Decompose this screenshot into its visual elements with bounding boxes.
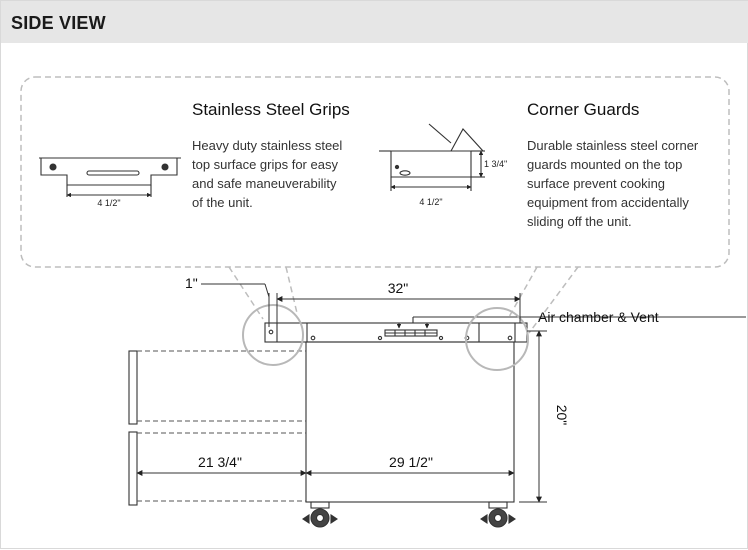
corner-guard-drawing — [379, 123, 485, 191]
grips-dimension: 4 1/2" — [97, 198, 120, 208]
extension-outline — [137, 350, 306, 502]
dimension-20 — [519, 330, 547, 503]
grips-drawing — [39, 157, 181, 198]
grips-title: Stainless Steel Grips — [192, 100, 350, 119]
guards-desc-line-2: guards mounted on the top — [527, 157, 682, 172]
callout-connector-left-2 — [285, 266, 298, 314]
guards-desc-line-5: sliding off the unit. — [527, 214, 632, 229]
dimension-1-label: 1" — [185, 275, 198, 291]
dimension-21-3-4-label: 21 3/4" — [198, 454, 242, 470]
guards-desc-line-4: equipment from accidentally — [527, 195, 689, 210]
page-title: SIDE VIEW — [11, 13, 106, 33]
guard-width-dimension: 4 1/2" — [419, 197, 442, 207]
grip-highlight-circle — [242, 304, 304, 366]
callout-box — [20, 76, 730, 268]
guards-desc-line-3: surface prevent cooking — [527, 176, 665, 191]
callout-connector-right-2 — [528, 266, 579, 334]
dimension-32 — [201, 283, 521, 327]
grips-desc-line-3: and safe maneuverability — [192, 176, 337, 191]
grips-desc-line-2: top surface grips for easy — [192, 157, 338, 172]
guard-highlight-circle — [465, 307, 529, 371]
dimension-20-label: 20" — [554, 405, 570, 426]
callout-connector-left — [228, 266, 264, 320]
dimension-29-1-2-label: 29 1/2" — [389, 454, 433, 470]
header-bar: SIDE VIEW — [1, 1, 748, 43]
callout-connector-right — [508, 266, 538, 318]
air-chamber-label: Air chamber & Vent — [538, 309, 659, 325]
guards-title: Corner Guards — [527, 100, 639, 119]
cart-drawing — [128, 316, 746, 528]
guard-height-dimension: 1 3/4" — [484, 159, 507, 169]
guards-desc-line-1: Durable stainless steel corner — [527, 138, 699, 153]
grips-desc-line-4: of the unit. — [192, 195, 253, 210]
dimension-32-label: 32" — [388, 280, 409, 296]
grips-desc-line-1: Heavy duty stainless steel — [192, 138, 342, 153]
